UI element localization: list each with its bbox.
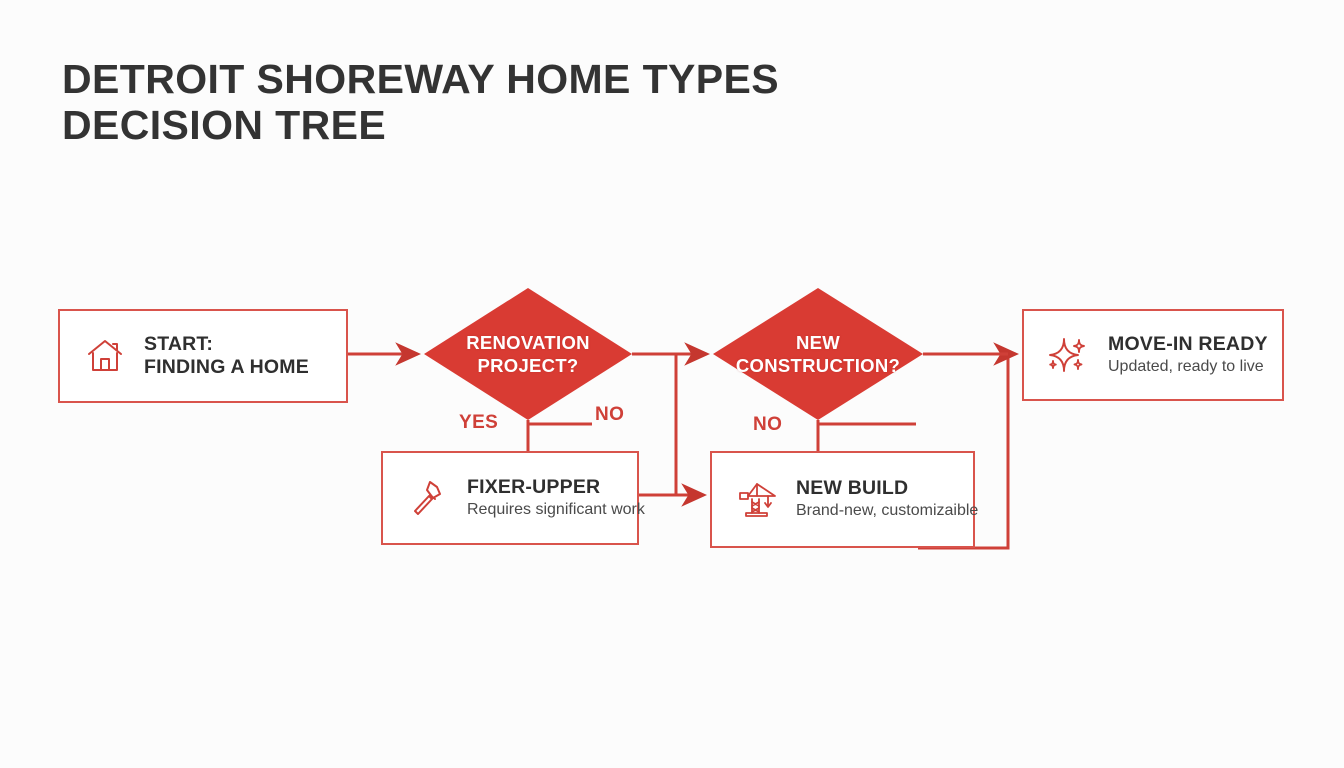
node-newconstruction-line-2: CONSTRUCTION? — [735, 355, 901, 376]
crane-icon — [734, 477, 780, 523]
node-move-in-ready-subtitle: Updated, ready to live — [1108, 357, 1264, 375]
page-title: DETROIT SHOREWAY HOME TYPES DECISION TRE… — [62, 56, 882, 148]
branch-label-newconstruction-no: NO — [753, 414, 783, 435]
page-title-line-2: DECISION TREE — [62, 102, 387, 148]
node-fixer-upper[interactable]: FIXER-UPPER Requires significant work — [381, 451, 645, 545]
node-start[interactable]: START: FINDING A HOME — [58, 309, 348, 403]
page-title-line-1: DETROIT SHOREWAY HOME TYPES — [62, 56, 780, 102]
node-start-text: START: FINDING A HOME — [144, 333, 309, 379]
node-newconstruction-decision[interactable]: NEW CONSTRUCTION? — [713, 288, 923, 420]
node-new-build-title: NEW BUILD — [796, 477, 909, 499]
node-newconstruction-label: NEW CONSTRUCTION? — [736, 331, 900, 377]
node-move-in-ready[interactable]: MOVE-IN READY Updated, ready to live — [1022, 309, 1284, 401]
hammer-icon — [405, 475, 451, 521]
house-icon — [82, 333, 128, 379]
node-new-build-text: NEW BUILD Brand-new, customizaible — [796, 477, 978, 522]
branch-label-renovation-yes: YES — [459, 412, 499, 433]
node-move-in-ready-text: MOVE-IN READY Updated, ready to live — [1108, 333, 1268, 378]
node-new-build[interactable]: NEW BUILD Brand-new, customizaible — [710, 451, 978, 548]
node-fixer-upper-subtitle: Requires significant work — [467, 500, 645, 518]
node-fixer-upper-text: FIXER-UPPER Requires significant work — [467, 476, 645, 521]
node-fixer-upper-title: FIXER-UPPER — [467, 475, 601, 498]
sparkle-icon — [1046, 332, 1092, 378]
node-newconstruction-line-1: NEW — [795, 332, 841, 353]
node-renovation-label: RENOVATION PROJECT? — [466, 331, 590, 377]
node-renovation-line-2: PROJECT? — [477, 355, 579, 376]
node-move-in-ready-title: MOVE-IN READY — [1108, 332, 1268, 355]
diamond-shape-renovation — [424, 288, 632, 420]
node-renovation-line-1: RENOVATION — [466, 332, 590, 353]
branch-label-renovation-no: NO — [595, 404, 625, 425]
node-renovation-decision[interactable]: RENOVATION PROJECT? — [424, 288, 632, 420]
node-start-subtitle: FINDING A HOME — [144, 356, 309, 378]
diamond-shape-newconstruction — [713, 288, 923, 420]
node-start-title: START: — [144, 333, 214, 355]
node-new-build-subtitle: Brand-new, customizaible — [796, 502, 979, 519]
